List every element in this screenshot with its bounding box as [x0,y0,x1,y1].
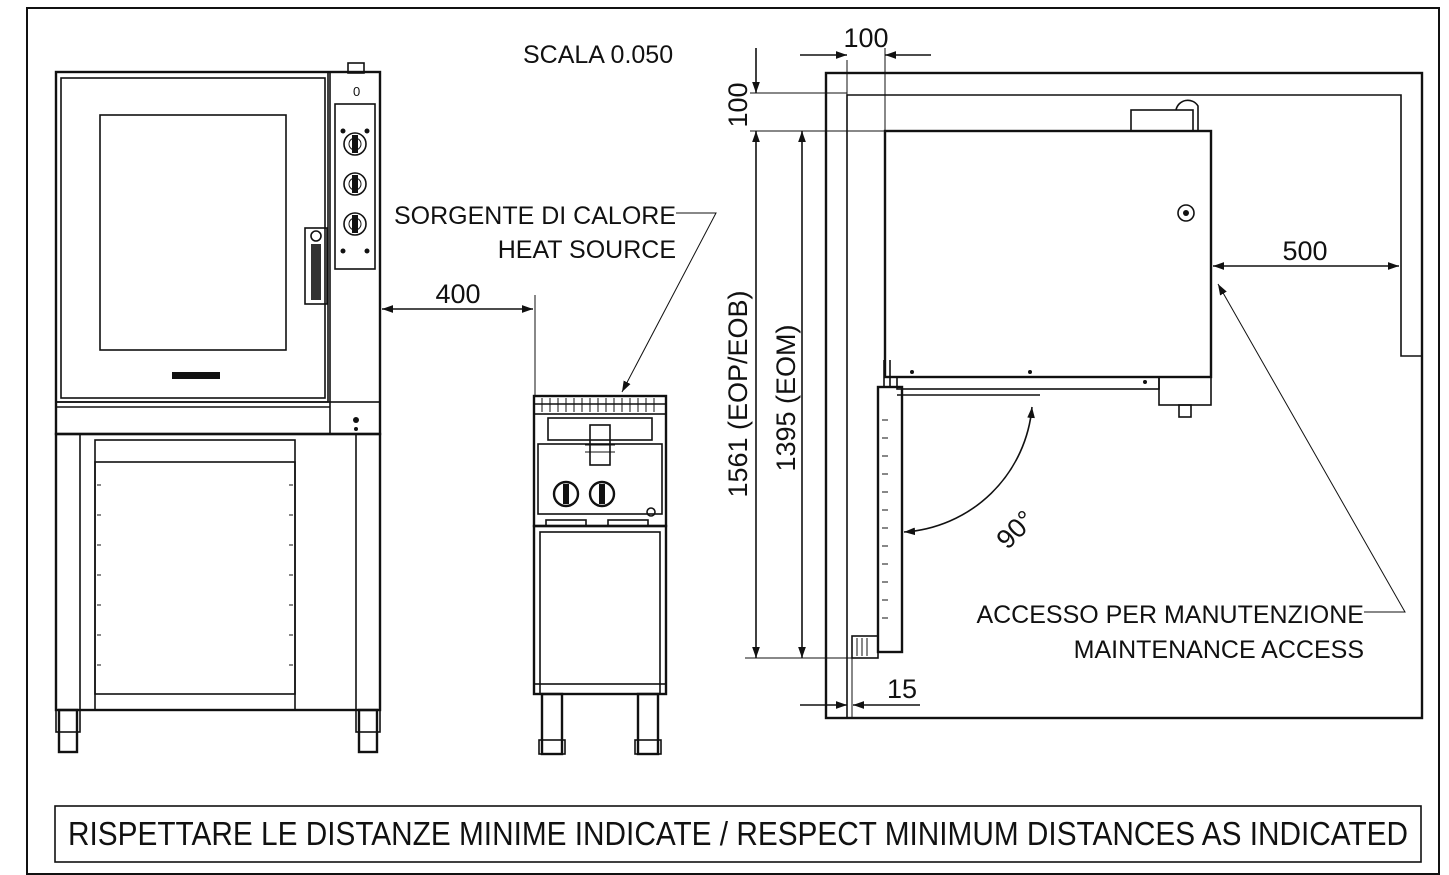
dim-100-vertical: 100 [723,82,753,127]
scale-label: SCALA 0.050 [523,41,673,69]
maintenance-label-en: MAINTENANCE ACCESS [1074,636,1364,664]
oven-front-view: 0 [54,62,382,754]
plan-view [824,71,1424,720]
dim-400: 400 [435,279,480,309]
heat-source-label-en: HEAT SOURCE [498,236,676,264]
door-handle-icon [304,227,328,305]
heat-source-leader [621,212,717,393]
heat-source-label-it: SORGENTE DI CALORE [394,202,676,230]
door-swing-arc [903,406,1035,536]
open-door [876,385,904,654]
oven-door-window [99,114,287,351]
maintenance-label-it: ACCESSO PER MANUTENZIONE [976,601,1364,629]
control-panel [334,103,376,270]
dim-1561-eop-eob: 1561 (EOP/EOB) [723,290,753,497]
dim-500: 500 [1282,236,1327,266]
dim-100-horizontal: 100 [843,23,888,53]
dimension-lines [382,48,1399,718]
room-outline [824,71,1424,720]
footer-notice: RISPETTARE LE DISTANZE MINIME INDICATE /… [68,815,1408,852]
dim-1395-eom: 1395 (EOM) [771,324,801,471]
svg-text:0: 0 [353,84,360,99]
heat-source-appliance [532,394,668,756]
fryer-knob-icon [552,480,616,508]
control-knob-icon [343,132,367,236]
drain-icon [1177,204,1195,222]
dim-15: 15 [887,674,917,704]
maintenance-leader [1217,283,1406,613]
drawing-border [26,7,1440,875]
door-angle-label: 90° [991,505,1041,555]
footer-notice-box [54,805,1422,863]
brand-logo [172,372,220,379]
